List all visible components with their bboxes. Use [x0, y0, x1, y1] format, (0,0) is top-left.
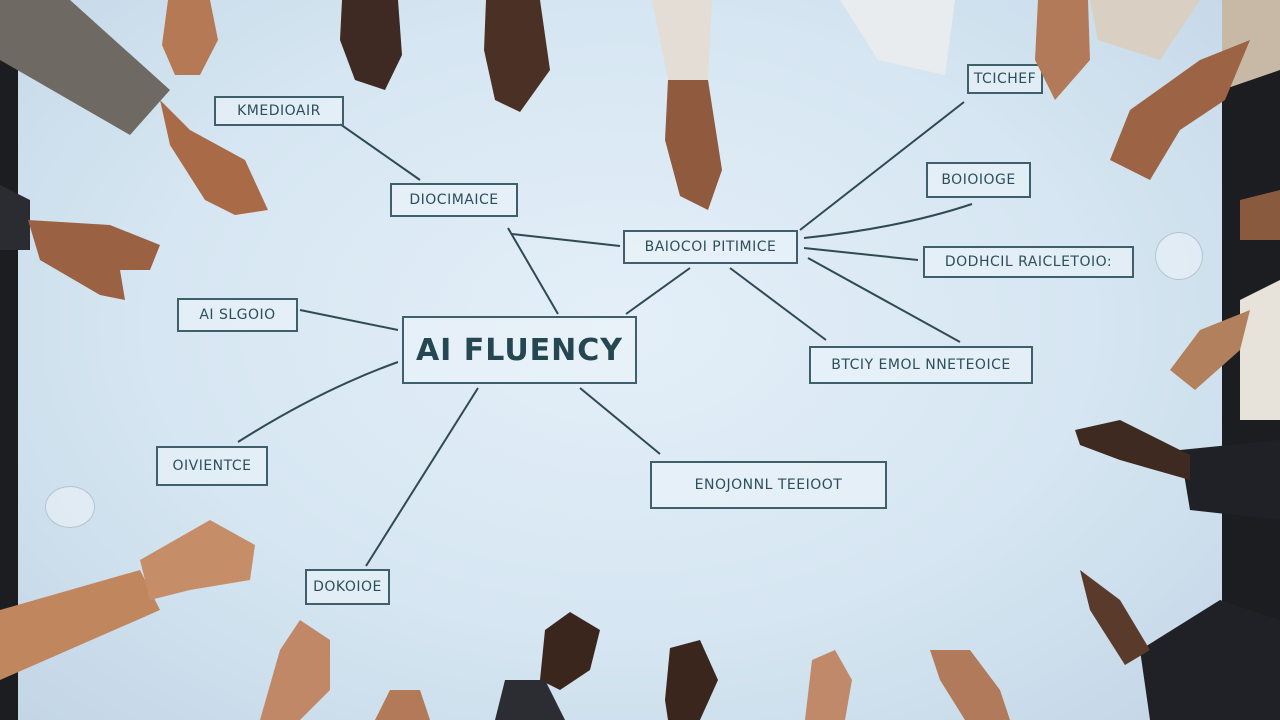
connector-line	[511, 233, 621, 247]
hand-shape	[665, 80, 722, 210]
map-node: DOKOIOE	[305, 569, 390, 605]
sleeve-shape	[495, 680, 565, 720]
connector-line	[237, 361, 399, 443]
hand-shape	[665, 640, 718, 720]
paper-shape	[1090, 0, 1200, 60]
map-node: DODHCIL RAICLETOIO:	[923, 246, 1134, 278]
connector-line	[299, 309, 399, 331]
map-node: AI SLGOIO	[177, 298, 298, 332]
hand-shape	[260, 620, 330, 720]
map-node: BTCIY EMOL NNETEOICE	[809, 346, 1033, 384]
hand-shape	[340, 0, 402, 90]
map-node: BAIOCOI PITIMICE	[623, 230, 798, 264]
center-node-title: AI FLUENCY	[402, 316, 637, 384]
map-node: DIOCIMAICE	[390, 183, 518, 217]
hand-shape	[930, 650, 1010, 720]
map-node: KMEDIOAIR	[214, 96, 344, 126]
hand-shape	[375, 690, 430, 720]
hand-shape	[140, 520, 255, 600]
hand-shape	[1170, 310, 1250, 390]
connector-line	[365, 387, 479, 567]
hand-shape	[162, 0, 218, 75]
sleeve-shape	[1180, 440, 1280, 520]
hand-shape	[1240, 190, 1280, 240]
connector-line	[799, 101, 965, 231]
hand-shape	[160, 100, 268, 215]
hand-shape	[1075, 420, 1190, 480]
sleeve-shape	[1140, 600, 1280, 720]
connector-line	[803, 203, 973, 239]
sleeve-shape	[0, 185, 30, 250]
sleeve-shape	[652, 0, 712, 80]
hand-shape	[1080, 570, 1150, 665]
connector-line	[803, 247, 919, 261]
sleeve-shape	[0, 570, 160, 680]
map-node: BOIOIOGE	[926, 162, 1031, 198]
hand-shape	[805, 650, 852, 720]
connector-line	[339, 123, 421, 181]
hand-shape	[1035, 0, 1090, 100]
sleeve-shape	[1240, 280, 1280, 420]
hand-shape	[1110, 40, 1250, 180]
glass-cup	[1155, 232, 1203, 280]
hand-shape	[28, 220, 160, 300]
paper-shape	[840, 0, 955, 75]
connector-line	[729, 267, 827, 341]
connector-line	[625, 267, 691, 315]
glass-cup	[45, 486, 95, 528]
hand-shape	[540, 612, 600, 690]
connector-line	[807, 257, 961, 343]
map-node: ENOJONNL TEEIOOT	[650, 461, 887, 509]
map-node: TCICHEF	[967, 64, 1043, 94]
connector-line	[507, 227, 559, 315]
map-node: OIVIENTCE	[156, 446, 268, 486]
connector-line	[579, 387, 661, 455]
sleeve-shape	[0, 0, 170, 135]
hand-shape	[484, 0, 550, 112]
